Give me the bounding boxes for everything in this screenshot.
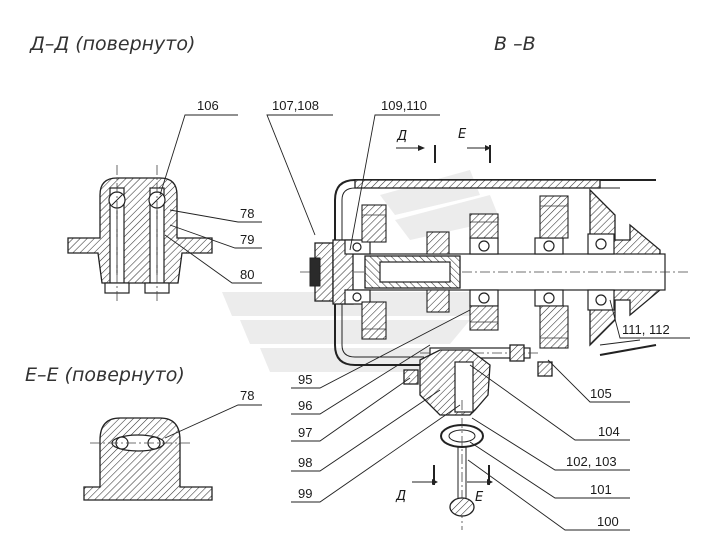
callout-80: 80: [240, 267, 254, 282]
callout-101: 101: [590, 482, 612, 497]
section-mark-d-top: Д: [396, 129, 407, 144]
section-d-detail: [67, 165, 213, 302]
section-mark-e-bottom: Е: [475, 490, 484, 505]
callout-107-108: 107,108: [272, 98, 319, 113]
leader-lines: [159, 114, 690, 531]
callout-99: 99: [298, 486, 312, 501]
section-mark-d-bottom: Д: [395, 489, 406, 504]
callout-100: 100: [597, 514, 619, 529]
callout-79: 79: [240, 232, 254, 247]
callout-78-top: 78: [240, 206, 254, 221]
callout-97: 97: [298, 425, 312, 440]
callout-106: 106: [197, 98, 219, 113]
callout-102-103: 102, 103: [566, 454, 617, 469]
section-mark-e-top: Е: [458, 127, 467, 142]
section-e-title: Е–Е (повернуто): [25, 364, 185, 386]
callout-95: 95: [298, 372, 312, 387]
callout-98: 98: [298, 455, 312, 470]
section-d-title: Д–Д (повернуто): [29, 33, 195, 55]
callout-labels: 106 107,108 109,110 78 79 80 78 95 96 97…: [197, 98, 670, 529]
callout-78-bottom: 78: [240, 388, 254, 403]
section-e-detail: [83, 417, 213, 501]
gearbox-section: [300, 179, 690, 530]
callout-104: 104: [598, 424, 620, 439]
callout-105: 105: [590, 386, 612, 401]
callout-111-112: 111, 112: [622, 322, 670, 337]
section-v-title: В –В: [494, 33, 536, 55]
callout-96: 96: [298, 398, 312, 413]
callout-109-110: 109,110: [381, 98, 427, 113]
